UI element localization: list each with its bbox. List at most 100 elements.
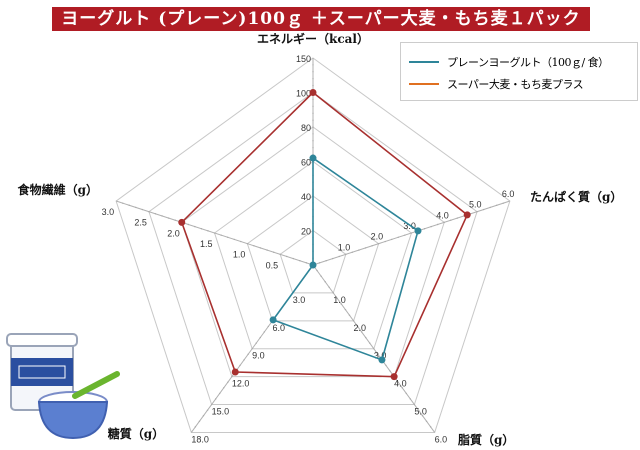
minor-tick xyxy=(397,236,400,238)
minor-tick xyxy=(263,331,266,333)
minor-tick xyxy=(292,257,295,260)
tick-label: 1.0 xyxy=(338,242,351,252)
tick-label: 3.0 xyxy=(293,295,306,305)
tick-label: 150 xyxy=(296,54,311,64)
data-point xyxy=(309,261,317,269)
minor-tick xyxy=(272,251,275,253)
tick-label: 2.5 xyxy=(134,218,147,228)
legend-swatch xyxy=(409,83,439,85)
minor-tick xyxy=(369,342,371,344)
minor-tick xyxy=(243,359,245,361)
minor-tick xyxy=(405,392,407,395)
data-point xyxy=(378,356,386,364)
minor-tick xyxy=(331,257,334,260)
minor-tick xyxy=(332,292,334,294)
minor-tick xyxy=(214,398,217,400)
minor-tick xyxy=(344,308,347,311)
legend-swatch xyxy=(409,61,439,63)
legend-item-barley: スーパー大麦・もち麦プラス xyxy=(409,76,584,92)
grid-ring xyxy=(213,160,413,350)
minor-tick xyxy=(489,206,491,209)
minor-tick xyxy=(413,403,416,406)
minor-tick xyxy=(198,420,201,423)
minor-tick xyxy=(348,314,351,316)
data-point xyxy=(414,227,422,235)
minor-tick xyxy=(266,249,268,251)
minor-tick xyxy=(318,262,321,264)
minor-tick xyxy=(305,262,308,264)
minor-tick xyxy=(336,297,339,300)
minor-tick xyxy=(421,415,424,417)
yogurt-illustration xyxy=(6,333,120,440)
minor-tick xyxy=(450,219,452,221)
minor-tick xyxy=(325,260,327,262)
minor-tick xyxy=(377,242,380,245)
minor-tick xyxy=(312,126,314,128)
minor-tick xyxy=(246,242,249,245)
minor-tick xyxy=(174,219,176,221)
yogurt-label xyxy=(11,358,73,386)
yogurt-lid xyxy=(6,333,78,347)
minor-tick xyxy=(231,375,233,378)
minor-tick xyxy=(312,78,314,80)
data-point xyxy=(178,218,186,226)
grid-ring xyxy=(148,91,478,406)
minor-tick xyxy=(227,381,229,383)
tick-label: 15.0 xyxy=(212,407,230,417)
legend-label: スーパー大麦・もち麦プラス xyxy=(447,78,584,91)
tick-label: 18.0 xyxy=(191,434,209,444)
legend-item-yogurt: プレーンヨーグルト（100ｇ/ 食） xyxy=(409,54,609,70)
minor-tick xyxy=(385,364,387,367)
minor-tick xyxy=(154,213,157,215)
tick-label: 40 xyxy=(301,192,311,202)
minor-tick xyxy=(324,281,326,283)
legend: プレーンヨーグルト（100ｇ/ 食） スーパー大麦・もち麦プラス xyxy=(400,42,638,101)
minor-tick xyxy=(371,245,373,247)
minor-tick xyxy=(259,336,261,339)
minor-tick xyxy=(312,140,314,142)
tick-label: 3.0 xyxy=(102,207,115,217)
tick-label: 4.0 xyxy=(436,210,449,220)
minor-tick xyxy=(496,204,498,206)
minor-tick xyxy=(312,64,314,66)
minor-tick xyxy=(358,249,360,251)
minor-tick xyxy=(409,398,412,400)
minor-tick xyxy=(279,253,281,256)
minor-tick xyxy=(404,234,406,236)
minor-tick xyxy=(443,221,445,224)
minor-tick xyxy=(286,255,288,258)
spoon-icon xyxy=(72,371,120,399)
minor-tick xyxy=(312,84,314,87)
tick-label: 5.0 xyxy=(469,200,482,210)
minor-tick xyxy=(128,204,130,206)
tick-label: 2.0 xyxy=(354,323,367,333)
tick-label: 3.0 xyxy=(374,351,387,361)
grid-ring xyxy=(279,229,347,294)
minor-tick xyxy=(141,208,144,211)
tick-label: 1.5 xyxy=(200,239,213,249)
tick-label: 2.0 xyxy=(371,232,384,242)
series-line xyxy=(180,91,469,378)
minor-tick xyxy=(233,238,235,241)
minor-tick xyxy=(360,331,363,333)
minor-tick xyxy=(425,420,428,423)
minor-tick xyxy=(436,223,439,226)
chart-title-banner: ヨーグルト (プレーン)100ｇ ＋スーパー大麦・もち麦１パック xyxy=(52,7,590,31)
minor-tick xyxy=(135,206,137,209)
grid-ring xyxy=(246,195,380,322)
axis-title: エネルギー（kcal） xyxy=(257,31,369,46)
minor-tick xyxy=(338,255,340,258)
minor-tick xyxy=(423,228,426,230)
tick-label: 6.0 xyxy=(502,189,515,199)
minor-tick xyxy=(226,236,229,238)
minor-tick xyxy=(219,392,221,395)
data-point xyxy=(309,154,317,162)
tick-label: 1.0 xyxy=(333,295,346,305)
minor-tick xyxy=(161,215,163,217)
minor-tick xyxy=(328,286,330,289)
axis-title: 脂質（g） xyxy=(457,432,514,447)
minor-tick xyxy=(351,251,354,253)
minor-tick xyxy=(202,415,205,417)
minor-tick xyxy=(397,381,399,383)
minor-tick xyxy=(200,228,203,230)
